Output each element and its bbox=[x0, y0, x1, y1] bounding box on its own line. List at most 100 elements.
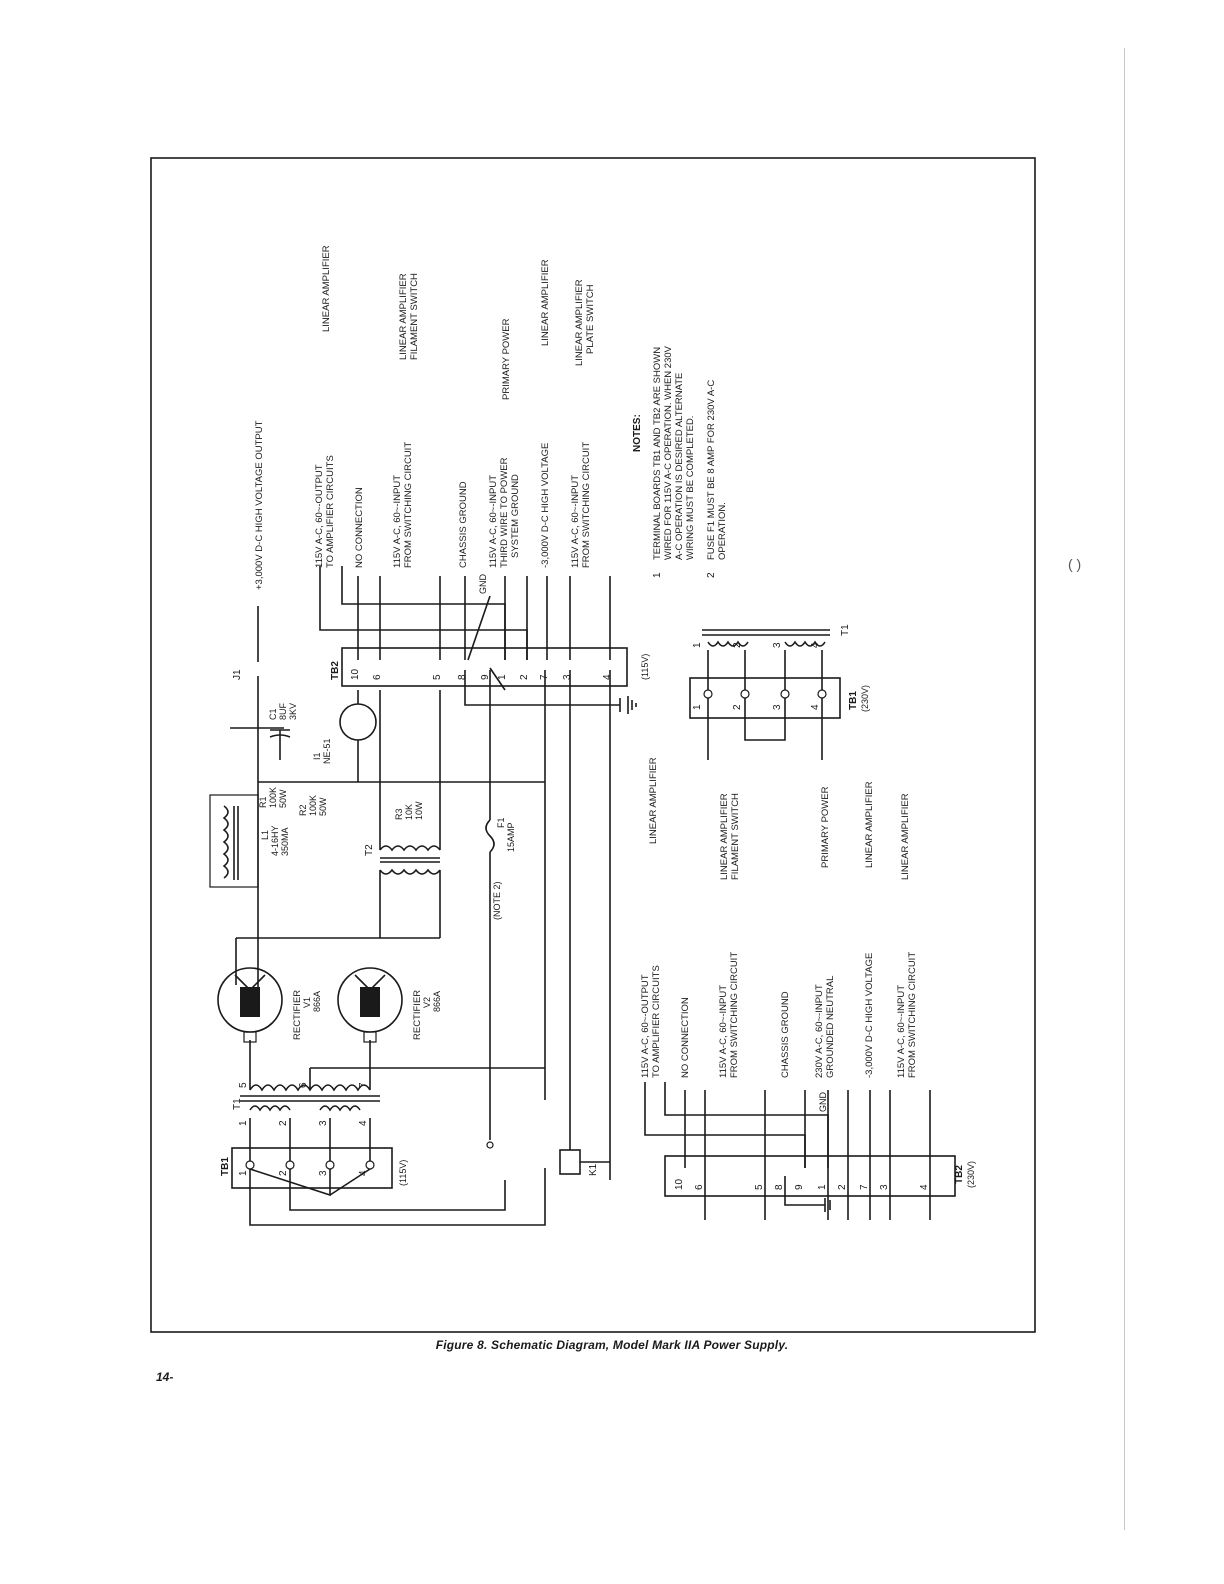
svg-text:1: 1 bbox=[238, 1170, 249, 1176]
svg-text:8: 8 bbox=[457, 674, 468, 680]
svg-text:FILAMENT SWITCH: FILAMENT SWITCH bbox=[730, 793, 741, 880]
svg-text:THIRD WIRE TO POWER: THIRD WIRE TO POWER bbox=[499, 457, 510, 568]
svg-text:3: 3 bbox=[772, 704, 783, 710]
svg-text:5: 5 bbox=[432, 674, 443, 680]
v1-name: RECTIFIER bbox=[292, 990, 303, 1040]
svg-text:TO AMPLIFIER CIRCUITS: TO AMPLIFIER CIRCUITS bbox=[325, 455, 336, 568]
v2-ref: V2 bbox=[422, 997, 432, 1008]
svg-text:NO CONNECTION: NO CONNECTION bbox=[680, 997, 691, 1078]
svg-text:115V A-C, 60~-INPUT: 115V A-C, 60~-INPUT bbox=[570, 475, 581, 568]
r3-label-3: 10W bbox=[414, 801, 424, 820]
r1-label-3: 50W bbox=[278, 789, 288, 808]
tb2-115-label-1b: TO AMPLIFIER CIRCUITS bbox=[325, 455, 336, 568]
svg-text:LINEAR AMPLIFIER: LINEAR AMPLIFIER bbox=[719, 793, 730, 880]
svg-text:4: 4 bbox=[919, 1184, 930, 1190]
svg-text:3: 3 bbox=[562, 674, 573, 680]
tb2-230-label-1b: TO AMPLIFIER CIRCUITS bbox=[651, 965, 662, 1078]
v1-ref: V1 bbox=[302, 997, 312, 1008]
notes-block: NOTES: 1 TERMINAL BOARDS TB1 AND TB2 ARE… bbox=[632, 345, 728, 578]
tb2-230-label-6: -3,000V D-C HIGH VOLTAGE bbox=[864, 953, 875, 1078]
tb2-115-dest-5b: PLATE SWITCH bbox=[585, 284, 596, 354]
svg-text:2: 2 bbox=[519, 674, 530, 680]
svg-text:PLATE SWITCH: PLATE SWITCH bbox=[585, 284, 596, 354]
tb2-115-label-7a: 115V A-C, 60~-INPUT bbox=[570, 475, 581, 568]
tb2-230-dest-2b: FILAMENT SWITCH bbox=[730, 793, 741, 880]
svg-text:WIRED FOR 115V A-C OPERATION.: WIRED FOR 115V A-C OPERATION. WHEN 230V bbox=[663, 345, 674, 560]
svg-text:4: 4 bbox=[810, 704, 821, 710]
svg-text:3: 3 bbox=[772, 642, 783, 648]
t1b-label: T1 bbox=[840, 624, 851, 636]
tb2-230-dest-1: LINEAR AMPLIFIER bbox=[648, 757, 659, 844]
l1-label-3: 350MA bbox=[280, 827, 290, 856]
svg-text:1: 1 bbox=[238, 1120, 249, 1126]
svg-text:-3,000V D-C HIGH VOLTAGE: -3,000V D-C HIGH VOLTAGE bbox=[540, 443, 551, 568]
v2-name: RECTIFIER bbox=[412, 990, 423, 1040]
notes-title: NOTES: bbox=[632, 414, 643, 452]
tb2-115-dest-4: LINEAR AMPLIFIER bbox=[540, 259, 551, 346]
page-edge-line bbox=[1124, 48, 1125, 1530]
tb2-115-label-7b: FROM SWITCHING CIRCUIT bbox=[581, 442, 592, 568]
tb2-115-label-1a: 115V A-C, 60~-OUTPUT bbox=[314, 464, 325, 568]
svg-text:115V A-C, 60~-INPUT: 115V A-C, 60~-INPUT bbox=[896, 985, 907, 1078]
v2-type: 866A bbox=[432, 991, 442, 1012]
tb2-115-label-5c: SYSTEM GROUND bbox=[510, 474, 521, 558]
tb2-230v-title: TB2 bbox=[954, 1165, 965, 1184]
svg-text:115V A-C, 60~-OUTPUT: 115V A-C, 60~-OUTPUT bbox=[314, 464, 325, 568]
tb2-230-label-7a: 115V A-C, 60~-INPUT bbox=[896, 985, 907, 1078]
tb2-115-gnd: GND bbox=[478, 574, 488, 595]
svg-text:OPERATION.: OPERATION. bbox=[717, 502, 728, 560]
note2-label: (NOTE 2) bbox=[492, 881, 502, 920]
svg-text:CHASSIS GROUND: CHASSIS GROUND bbox=[780, 991, 791, 1078]
svg-text:9: 9 bbox=[480, 674, 491, 680]
tb2-115-label-4: CHASSIS GROUND bbox=[458, 481, 469, 568]
svg-text:FROM SWITCHING CIRCUIT: FROM SWITCHING CIRCUIT bbox=[581, 442, 592, 568]
tb2-115v-terminals: 10 6 5 8 9 1 2 7 3 4 TB2 (115V) bbox=[330, 654, 650, 680]
c1-label-3: 3KV bbox=[288, 703, 298, 720]
note-1-num: 1 bbox=[652, 572, 663, 578]
svg-text:3: 3 bbox=[879, 1184, 890, 1190]
margin-mark: ( ) bbox=[1068, 556, 1082, 572]
svg-text:LINEAR AMPLIFIER: LINEAR AMPLIFIER bbox=[398, 273, 409, 360]
tb2-230-dest-3: PRIMARY POWER bbox=[820, 786, 831, 868]
tb1-115v-sub: (115V) bbox=[398, 1160, 408, 1186]
svg-text:FUSE F1 MUST BE 8 AMP FOR 230V: FUSE F1 MUST BE 8 AMP FOR 230V A-C bbox=[706, 380, 717, 560]
tb2-115-dest-1: LINEAR AMPLIFIER bbox=[321, 245, 332, 332]
tb2-230v-assembly bbox=[644, 1082, 956, 1220]
svg-text:3: 3 bbox=[318, 1170, 329, 1176]
svg-text:FROM SWITCHING CIRCUIT: FROM SWITCHING CIRCUIT bbox=[403, 442, 414, 568]
svg-text:115V A-C, 60~-INPUT: 115V A-C, 60~-INPUT bbox=[488, 475, 499, 568]
f1-label-2: 15AMP bbox=[506, 822, 516, 852]
tb2-230-dest-2a: LINEAR AMPLIFIER bbox=[719, 793, 730, 880]
svg-text:10: 10 bbox=[674, 1178, 685, 1190]
svg-text:2: 2 bbox=[278, 1120, 289, 1126]
tb2-115v-title: TB2 bbox=[330, 661, 341, 680]
tb2-230v-sub: (230V) bbox=[966, 1161, 976, 1188]
svg-text:LINEAR AMPLIFIER: LINEAR AMPLIFIER bbox=[864, 781, 875, 868]
j1-label: J1 bbox=[232, 669, 243, 680]
svg-text:1: 1 bbox=[497, 674, 508, 680]
f1-label-1: F1 bbox=[496, 817, 506, 828]
svg-text:GROUNDED NEUTRAL: GROUNDED NEUTRAL bbox=[825, 976, 836, 1078]
tb2-230-dest-4: LINEAR AMPLIFIER bbox=[864, 781, 875, 868]
svg-text:8: 8 bbox=[774, 1184, 785, 1190]
svg-text:PRIMARY POWER: PRIMARY POWER bbox=[820, 786, 831, 868]
tb2-230-label-3a: 115V A-C, 60~-INPUT bbox=[718, 985, 729, 1078]
tb2-115v-sub: (115V) bbox=[640, 654, 650, 680]
svg-text:GND: GND bbox=[478, 574, 488, 595]
tb2-230-label-2: NO CONNECTION bbox=[680, 997, 691, 1078]
svg-text:5: 5 bbox=[238, 1082, 249, 1088]
r3-label-1: R3 bbox=[394, 808, 404, 820]
figure-caption: Figure 8. Schematic Diagram, Model Mark … bbox=[435, 1338, 789, 1352]
c1-label-1: C1 bbox=[268, 708, 278, 720]
tb1-230v-labels: T1 1 2 3 4 1 2 3 4 TB1 (230V) bbox=[692, 624, 870, 712]
note-2-num: 2 bbox=[706, 572, 717, 578]
tb1-230v-sub: (230V) bbox=[860, 685, 870, 712]
svg-text:1: 1 bbox=[692, 642, 703, 648]
svg-text:LINEAR AMPLIFIER: LINEAR AMPLIFIER bbox=[648, 757, 659, 844]
svg-text:TO AMPLIFIER CIRCUITS: TO AMPLIFIER CIRCUITS bbox=[651, 965, 662, 1078]
figure-frame bbox=[150, 157, 1036, 1333]
svg-text:FROM SWITCHING CIRCUIT: FROM SWITCHING CIRCUIT bbox=[729, 952, 740, 1078]
tb2-230-label-5b: GROUNDED NEUTRAL bbox=[825, 976, 836, 1078]
svg-text:2: 2 bbox=[732, 704, 743, 710]
svg-text:230V A-C, 60~-INPUT: 230V A-C, 60~-INPUT bbox=[814, 984, 825, 1078]
